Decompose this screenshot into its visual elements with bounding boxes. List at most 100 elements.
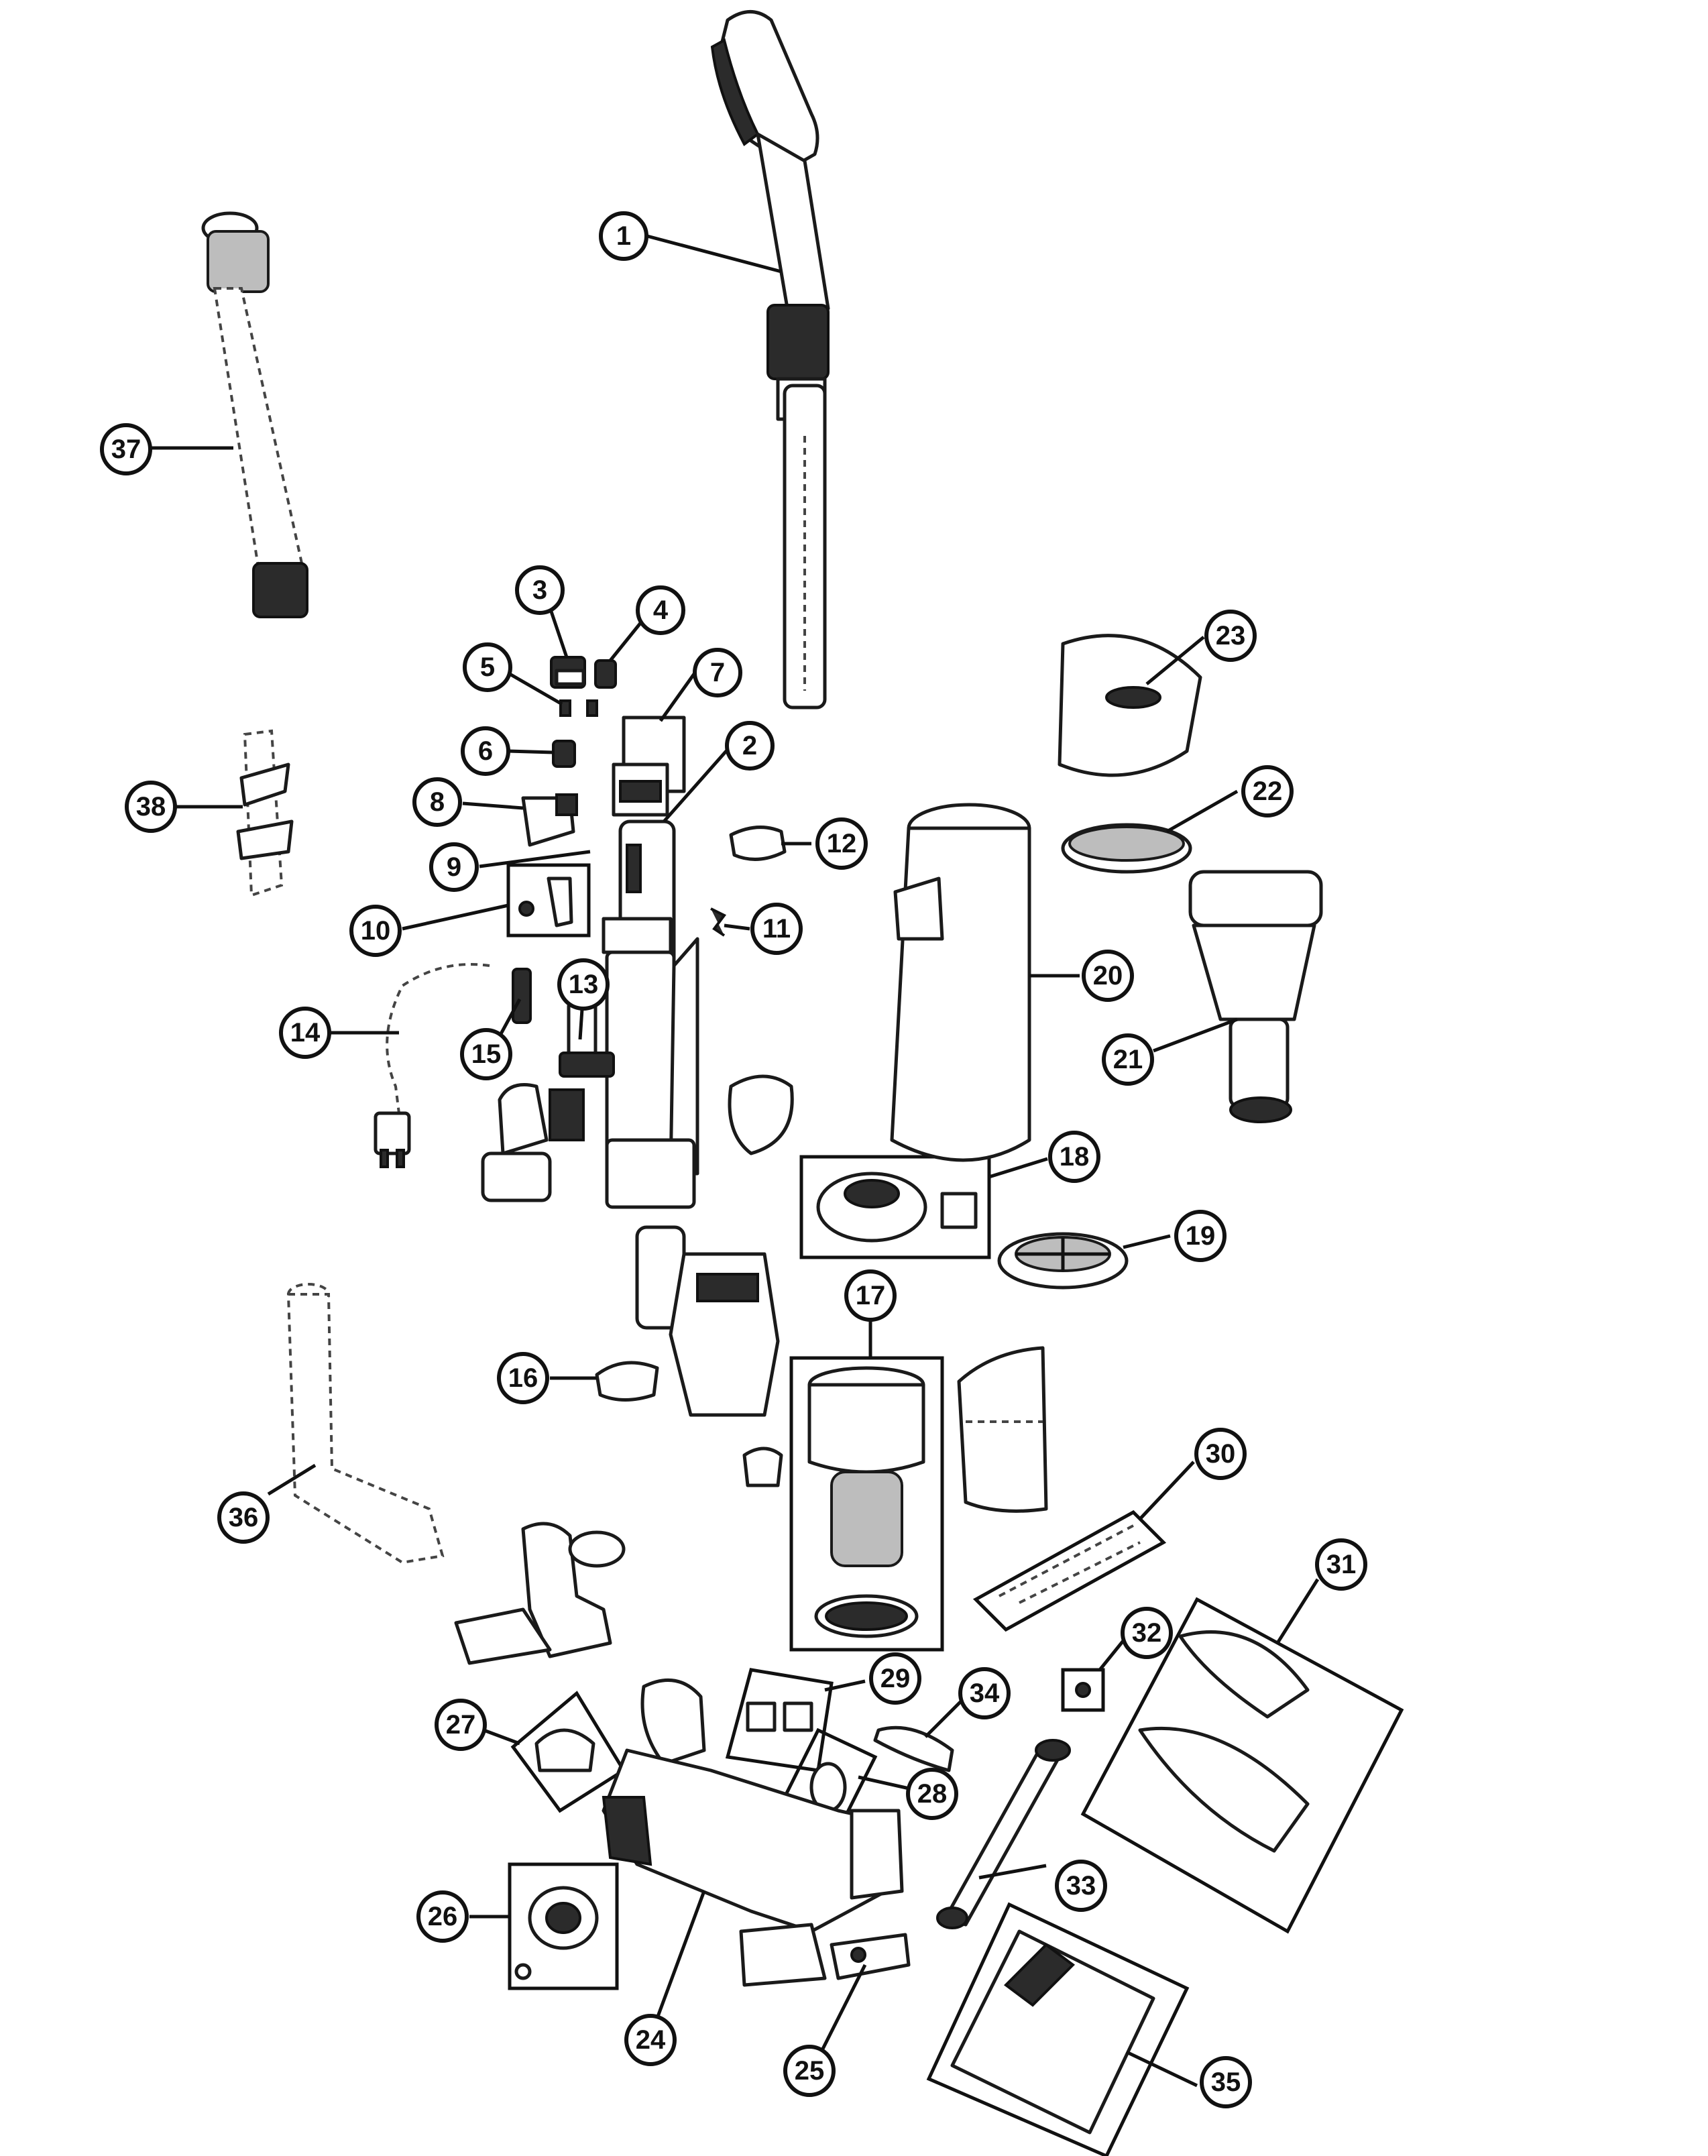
svg-text:14: 14 [290, 1018, 321, 1047]
part-wheel-clip [728, 1074, 794, 1155]
callout-38: 38 [125, 781, 177, 833]
callout-24: 24 [624, 2014, 677, 2066]
part-base-24 [602, 1678, 904, 1987]
part-spring-5 [559, 699, 598, 717]
callout-20: 20 [1082, 950, 1134, 1002]
svg-text:23: 23 [1216, 621, 1246, 650]
part-main-body-2 [602, 819, 699, 1209]
callout-36: 36 [217, 1491, 270, 1544]
callout-27: 27 [435, 1699, 487, 1751]
svg-text:12: 12 [827, 829, 857, 858]
callout-23: 23 [1204, 610, 1257, 662]
callout-37: 37 [100, 423, 152, 475]
part-bottom-plate-35 [926, 1902, 1190, 2156]
callout-30: 30 [1194, 1428, 1247, 1480]
callout-13: 13 [557, 958, 610, 1011]
callout-34: 34 [958, 1667, 1011, 1719]
svg-text:37: 37 [111, 435, 141, 464]
callout-14: 14 [279, 1007, 331, 1059]
part-bracket-38 [236, 729, 294, 897]
svg-text:32: 32 [1132, 1618, 1162, 1648]
svg-text:20: 20 [1093, 961, 1123, 990]
callout-3: 3 [515, 565, 565, 615]
part-decal-30 [972, 1510, 1167, 1632]
callout-8: 8 [412, 777, 462, 827]
part-switch-4 [594, 659, 617, 689]
part-brush-34 [873, 1725, 954, 1772]
svg-text:22: 22 [1253, 777, 1283, 806]
part-floor-connector [454, 1522, 626, 1665]
svg-text:1: 1 [616, 221, 631, 251]
callout-16: 16 [497, 1352, 549, 1404]
svg-text:17: 17 [856, 1281, 886, 1310]
callout-33: 33 [1055, 1860, 1107, 1912]
part-disc-filter-19 [997, 1232, 1129, 1290]
callout-5: 5 [463, 642, 512, 692]
part-cord-hook-8 [521, 793, 578, 847]
svg-text:2: 2 [742, 731, 757, 760]
callout-18: 18 [1048, 1131, 1100, 1183]
callout-21: 21 [1102, 1033, 1154, 1086]
part-kit-31 [1080, 1597, 1404, 1934]
svg-text:29: 29 [880, 1664, 911, 1693]
svg-text:33: 33 [1066, 1871, 1096, 1900]
part-dirt-cup-20 [890, 803, 1031, 1162]
svg-text:38: 38 [136, 792, 166, 821]
part-filter-17 [789, 1356, 944, 1652]
callout-25: 25 [783, 2045, 836, 2097]
callout-26: 26 [416, 1890, 469, 1943]
svg-text:18: 18 [1060, 1142, 1090, 1172]
svg-text:35: 35 [1211, 2067, 1241, 2097]
svg-text:21: 21 [1113, 1045, 1143, 1074]
part-kit-27 [510, 1691, 626, 1813]
callout-32: 32 [1121, 1607, 1173, 1659]
callout-9: 9 [429, 842, 479, 892]
svg-text:34: 34 [970, 1679, 1000, 1708]
svg-text:7: 7 [710, 658, 725, 687]
callout-1: 1 [599, 211, 648, 261]
part-wheel-26 [508, 1862, 619, 1990]
part-brushroll-33 [936, 1739, 1071, 1929]
part-gasket-22 [1061, 823, 1192, 874]
svg-text:16: 16 [508, 1363, 538, 1393]
part-power-cord-14 [374, 963, 490, 1168]
svg-text:28: 28 [917, 1779, 948, 1809]
part-hose-port [481, 1083, 585, 1202]
svg-text:25: 25 [795, 2056, 825, 2086]
svg-text:24: 24 [636, 2025, 666, 2055]
part-kit-10 [506, 863, 591, 938]
part-kit-29 [725, 1668, 834, 1772]
callout-17: 17 [844, 1269, 897, 1322]
callout-28: 28 [906, 1768, 958, 1820]
svg-text:31: 31 [1326, 1550, 1357, 1579]
part-pre-filter-21 [1188, 870, 1323, 1123]
callout-22: 22 [1241, 765, 1294, 817]
part-kit-32 [1061, 1668, 1105, 1712]
callout-2: 2 [725, 721, 775, 771]
callout-7: 7 [693, 648, 742, 697]
part-cyclone-base [595, 1225, 780, 1417]
part-cover-18 [799, 1155, 991, 1259]
svg-text:30: 30 [1206, 1439, 1236, 1469]
callout-15: 15 [460, 1028, 512, 1080]
svg-text:3: 3 [532, 575, 547, 605]
svg-text:19: 19 [1186, 1221, 1216, 1251]
part-switch-3 [550, 656, 586, 689]
callout-19: 19 [1174, 1210, 1227, 1262]
callout-31: 31 [1315, 1538, 1367, 1591]
part-cup [742, 1446, 783, 1487]
part-plate-clip-25 [830, 1933, 911, 1980]
svg-text:10: 10 [361, 916, 391, 946]
callout-6: 6 [461, 726, 510, 776]
part-cyclone-shroud [957, 1346, 1048, 1513]
part-clamp-12 [729, 826, 787, 861]
part-hose-37 [201, 211, 308, 618]
svg-text:15: 15 [471, 1039, 502, 1069]
svg-text:8: 8 [430, 787, 445, 817]
callout-12: 12 [815, 817, 868, 870]
svg-text:4: 4 [653, 595, 669, 625]
svg-text:26: 26 [428, 1902, 458, 1931]
callout-11: 11 [750, 903, 803, 955]
part-spring-11 [710, 907, 727, 937]
